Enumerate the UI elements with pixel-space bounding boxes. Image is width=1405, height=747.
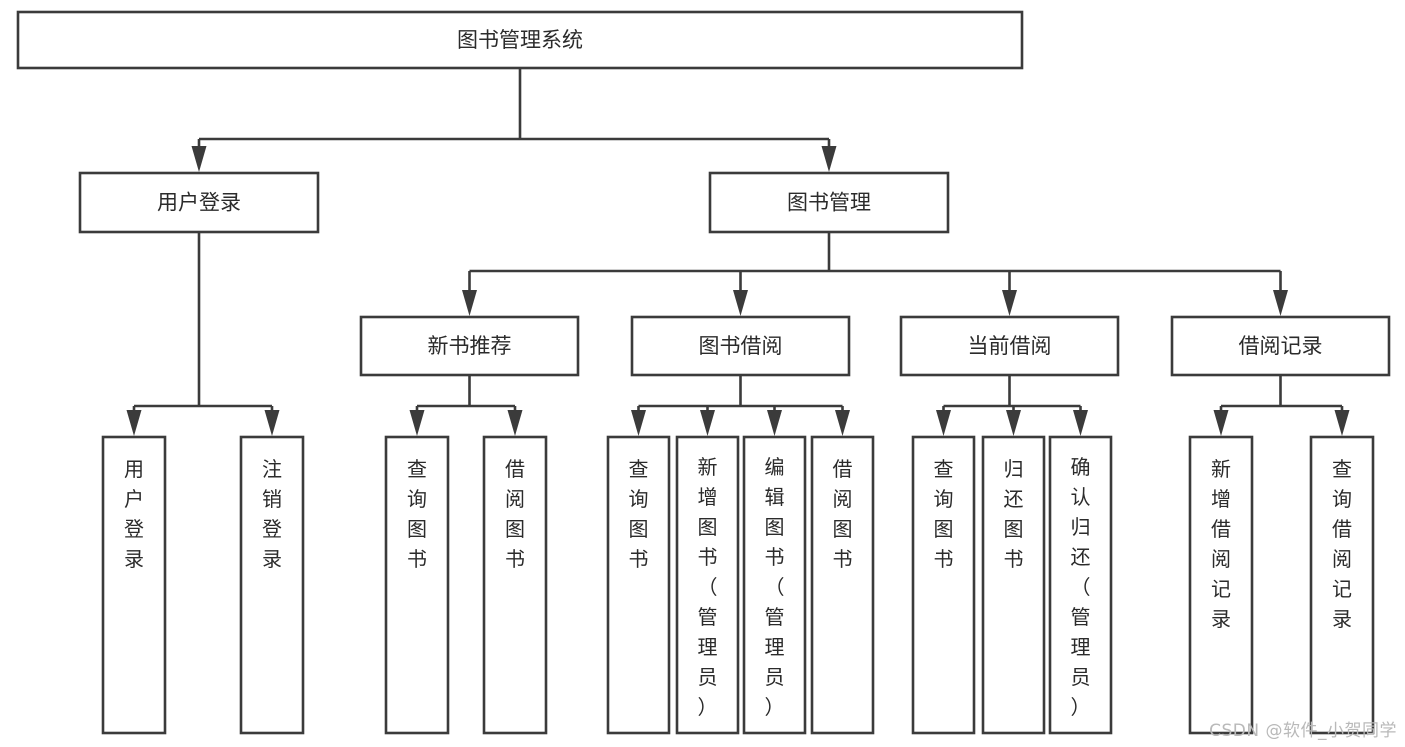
node-box-leaf-query-record [1309, 435, 1375, 735]
node-bookmgmt[interactable]: 图书管理 [708, 171, 950, 234]
node-label-leaf-user-logout: 注销登录 [262, 457, 282, 571]
node-box-newbook [359, 315, 580, 377]
arrow-head-leaf-query-record [1334, 410, 1350, 436]
node-box-leaf-add-record [1188, 435, 1254, 735]
node-label-leaf-borrow-book-new: 借阅图书 [505, 457, 525, 571]
node-label-leaf-query-record: 查询借阅记录 [1332, 457, 1352, 631]
node-label-leaf-query-book-cur: 查询图书 [934, 457, 954, 571]
node-box-leaf-add-book [675, 435, 740, 735]
node-leaf-confirm-return[interactable]: 确认归还（管理员） [1048, 435, 1113, 735]
node-leaf-borrow-book[interactable]: 借阅图书 [810, 435, 875, 735]
node-leaf-user-logout[interactable]: 注销登录 [239, 435, 305, 735]
node-box-leaf-query-book [606, 435, 671, 735]
node-box-root [16, 10, 1024, 70]
node-box-leaf-borrow-book-new [482, 435, 548, 735]
arrow-head-records [1273, 290, 1288, 316]
arrow-head-leaf-add-book [700, 410, 715, 436]
node-box-leaf-query-book-new [384, 435, 450, 735]
node-label-root: 图书管理系统 [457, 28, 583, 52]
node-label-records: 借阅记录 [1239, 334, 1323, 358]
arrow-head-leaf-query-book-new [409, 410, 425, 436]
node-leaf-query-book[interactable]: 查询图书 [606, 435, 671, 735]
node-leaf-query-book-new[interactable]: 查询图书 [384, 435, 450, 735]
node-label-bookmgmt: 图书管理 [787, 191, 871, 215]
node-login[interactable]: 用户登录 [78, 171, 320, 234]
node-label-current: 当前借阅 [968, 334, 1052, 358]
arrow-head-leaf-borrow-book [835, 410, 850, 436]
arrow-head-borrow [733, 290, 748, 316]
node-label-login: 用户登录 [157, 191, 241, 215]
node-box-borrow [630, 315, 851, 377]
arrow-head-leaf-edit-book [767, 410, 782, 436]
node-leaf-edit-book[interactable]: 编辑图书（管理员） [742, 435, 807, 735]
node-leaf-query-record[interactable]: 查询借阅记录 [1309, 435, 1375, 735]
arrow-head-leaf-user-login [126, 410, 142, 436]
arrow-head-leaf-query-book [631, 410, 646, 436]
node-label-leaf-confirm-return: 确认归还（管理员） [1071, 455, 1091, 719]
node-leaf-borrow-book-new[interactable]: 借阅图书 [482, 435, 548, 735]
node-box-leaf-query-book-cur [911, 435, 976, 735]
arrow-head-leaf-return-book [1006, 410, 1021, 436]
node-label-leaf-user-login: 用户登录 [124, 457, 144, 571]
node-box-leaf-edit-book [742, 435, 807, 735]
node-box-leaf-user-logout [239, 435, 305, 735]
node-label-leaf-add-record: 新增借阅记录 [1211, 457, 1231, 631]
node-leaf-add-book[interactable]: 新增图书（管理员） [675, 435, 740, 735]
node-label-newbook: 新书推荐 [428, 334, 512, 358]
node-records[interactable]: 借阅记录 [1170, 315, 1391, 377]
node-box-records [1170, 315, 1391, 377]
node-label-leaf-query-book: 查询图书 [629, 457, 649, 571]
node-leaf-return-book[interactable]: 归还图书 [981, 435, 1046, 735]
node-newbook[interactable]: 新书推荐 [359, 315, 580, 377]
arrow-head-leaf-borrow-book-new [507, 410, 523, 436]
node-label-leaf-borrow-book: 借阅图书 [833, 457, 853, 571]
arrow-head-bookmgmt [821, 146, 837, 172]
node-label-leaf-add-book: 新增图书（管理员） [698, 455, 718, 719]
node-leaf-add-record[interactable]: 新增借阅记录 [1188, 435, 1254, 735]
node-box-login [78, 171, 320, 234]
arrow-head-leaf-query-book-cur [936, 410, 951, 436]
node-root[interactable]: 图书管理系统 [16, 10, 1024, 70]
node-leaf-query-book-cur[interactable]: 查询图书 [911, 435, 976, 735]
arrow-head-current [1002, 290, 1017, 316]
node-box-leaf-return-book [981, 435, 1046, 735]
node-box-leaf-confirm-return [1048, 435, 1113, 735]
arrow-head-login [191, 146, 207, 172]
arrow-head-newbook [462, 290, 477, 316]
arrow-head-leaf-user-logout [264, 410, 280, 436]
arrow-head-leaf-confirm-return [1073, 410, 1088, 436]
node-label-leaf-edit-book: 编辑图书（管理员） [765, 455, 785, 719]
connector-layer [126, 68, 1350, 436]
node-leaf-user-login[interactable]: 用户登录 [101, 435, 167, 735]
node-label-leaf-query-book-new: 查询图书 [407, 457, 427, 571]
node-box-leaf-borrow-book [810, 435, 875, 735]
node-layer: 图书管理系统用户登录图书管理新书推荐图书借阅当前借阅借阅记录用户登录注销登录查询… [16, 10, 1391, 735]
node-current[interactable]: 当前借阅 [899, 315, 1120, 377]
node-box-current [899, 315, 1120, 377]
node-box-bookmgmt [708, 171, 950, 234]
node-label-leaf-return-book: 归还图书 [1004, 457, 1024, 571]
node-label-borrow: 图书借阅 [699, 334, 783, 358]
node-borrow[interactable]: 图书借阅 [630, 315, 851, 377]
node-box-leaf-user-login [101, 435, 167, 735]
arrow-head-leaf-add-record [1213, 410, 1229, 436]
